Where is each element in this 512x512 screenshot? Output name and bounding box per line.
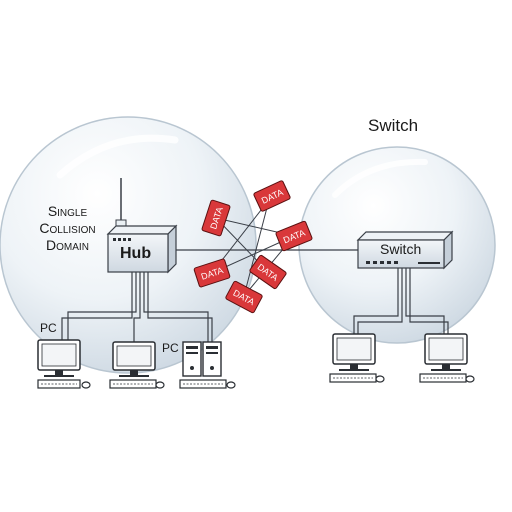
switch-device-label: Switch xyxy=(380,241,422,257)
collision-domain-line-3: Domain xyxy=(46,237,89,253)
hub-label: Hub xyxy=(120,245,152,262)
pc-left-3-tower[interactable] xyxy=(179,341,236,389)
data-packet-3: DATA xyxy=(275,220,313,252)
data-packet-2: DATA xyxy=(253,180,291,212)
switch-device[interactable] xyxy=(356,230,454,270)
pc-label-middle: PC xyxy=(162,341,179,355)
data-packet-4: DATA xyxy=(193,258,231,288)
hub-ports xyxy=(113,238,131,241)
pc-left-2[interactable] xyxy=(109,341,165,389)
hub-cables xyxy=(61,272,213,342)
pc-right-1[interactable] xyxy=(329,333,385,383)
switch-domain-title: Switch xyxy=(368,116,419,135)
data-packet-5: DATA xyxy=(249,254,287,290)
pc-right-2[interactable] xyxy=(419,333,475,383)
switch-cables xyxy=(353,268,449,334)
collision-domain-line-2: Collision xyxy=(39,220,96,236)
collision-domain-label: Single Collision Domain xyxy=(30,203,105,254)
data-packet-1: DATA xyxy=(201,199,231,237)
collision-domain-line-1: Single xyxy=(47,203,88,219)
data-packet-6: DATA xyxy=(225,280,263,314)
pc-label-left: PC xyxy=(40,321,57,335)
pc-left-1[interactable] xyxy=(37,339,91,389)
switch-ports xyxy=(366,261,440,264)
hub-device[interactable] xyxy=(106,178,178,274)
